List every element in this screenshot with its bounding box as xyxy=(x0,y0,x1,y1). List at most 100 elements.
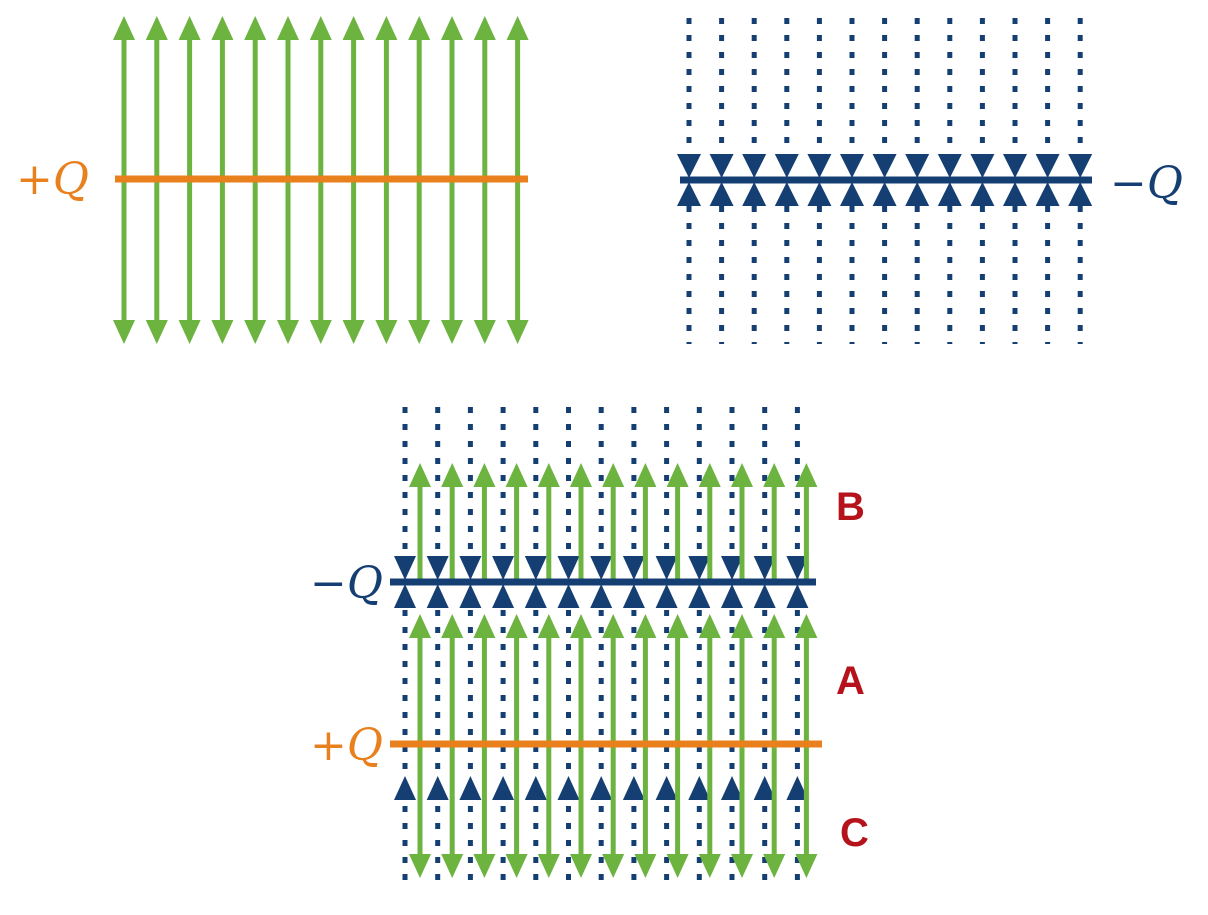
arrowhead-up xyxy=(753,776,776,800)
arrowhead-up xyxy=(375,16,398,40)
arrowhead-up xyxy=(426,776,449,800)
arrowhead-up xyxy=(698,463,721,487)
region-a-label: A xyxy=(836,659,865,703)
arrowhead-down xyxy=(492,556,515,580)
arrowhead-up xyxy=(409,463,431,487)
arrowhead-up xyxy=(807,182,832,206)
arrowhead-up xyxy=(178,16,201,40)
arrowhead-down xyxy=(426,556,449,580)
arrowhead-up xyxy=(459,776,482,800)
arrowhead-up xyxy=(1003,182,1027,206)
arrowhead-up xyxy=(309,16,332,40)
combined-positive-charge-label: +Q xyxy=(310,720,383,771)
arrowhead-up xyxy=(905,182,930,206)
arrowhead-down xyxy=(309,320,332,344)
arrowhead-down xyxy=(342,320,365,344)
arrowhead-up xyxy=(473,614,496,638)
arrowhead-up xyxy=(731,614,753,638)
arrowhead-up xyxy=(441,614,464,638)
arrowhead-up xyxy=(742,182,767,206)
arrowhead-up xyxy=(244,16,267,40)
arrowhead-up xyxy=(524,776,547,800)
arrowhead-down xyxy=(807,154,832,178)
arrowhead-down xyxy=(145,320,168,344)
arrowhead-down xyxy=(178,320,201,344)
negative-charge-label: −Q xyxy=(1110,158,1183,209)
arrowhead-up xyxy=(666,463,689,487)
arrowhead-up xyxy=(937,182,962,206)
arrowhead-down xyxy=(524,556,547,580)
arrowhead-down xyxy=(655,556,678,580)
arrowhead-down xyxy=(113,320,135,344)
arrowhead-down xyxy=(742,154,767,178)
arrowhead-up xyxy=(840,182,864,206)
arrowhead-up xyxy=(211,16,234,40)
region-c-label: C xyxy=(840,811,869,855)
arrowhead-down xyxy=(590,556,613,580)
arrowhead-down xyxy=(840,154,864,178)
arrowhead-up xyxy=(557,776,580,800)
arrowhead-up xyxy=(473,16,496,40)
arrowhead-up xyxy=(1068,182,1093,206)
arrowhead-down xyxy=(570,854,592,878)
arrowhead-up xyxy=(505,463,528,487)
arrowhead-up xyxy=(602,463,625,487)
arrowhead-up xyxy=(666,614,689,638)
arrowhead-up xyxy=(441,16,463,40)
arrowhead-up xyxy=(721,776,743,800)
arrowhead-down xyxy=(688,556,711,580)
arrowhead-up xyxy=(394,584,416,608)
arrowhead-down xyxy=(731,854,753,878)
arrowhead-down xyxy=(409,854,431,878)
arrowhead-up xyxy=(441,463,464,487)
arrowhead-up xyxy=(570,614,592,638)
arrowhead-down xyxy=(244,320,267,344)
arrowhead-down xyxy=(394,556,416,580)
arrowhead-down xyxy=(634,854,657,878)
arrowhead-up xyxy=(570,463,592,487)
arrowhead-up xyxy=(492,776,515,800)
arrowhead-up xyxy=(763,614,786,638)
arrowhead-up xyxy=(622,776,645,800)
arrowhead-down xyxy=(795,854,818,878)
positive-charge-label: +Q xyxy=(16,154,89,205)
arrowhead-up xyxy=(524,584,547,608)
arrowhead-up xyxy=(145,16,168,40)
arrowhead-down xyxy=(677,154,701,178)
arrowhead-up xyxy=(342,16,365,40)
arrowhead-down xyxy=(905,154,930,178)
arrowhead-up xyxy=(774,182,799,206)
arrowhead-up xyxy=(709,182,734,206)
arrowhead-up xyxy=(688,776,711,800)
arrowhead-up xyxy=(698,614,721,638)
arrowhead-up xyxy=(506,16,529,40)
arrowhead-down xyxy=(763,854,786,878)
arrowhead-down xyxy=(473,320,496,344)
arrowhead-down xyxy=(1068,154,1093,178)
arrowhead-down xyxy=(473,854,496,878)
arrowhead-down xyxy=(459,556,482,580)
arrowhead-down xyxy=(1035,154,1060,178)
arrowhead-up xyxy=(277,16,299,40)
arrowhead-up xyxy=(557,584,580,608)
arrowhead-up xyxy=(970,182,995,206)
arrowhead-up xyxy=(505,614,528,638)
arrowhead-up xyxy=(721,584,743,608)
arrowhead-down xyxy=(872,154,897,178)
arrowhead-up xyxy=(113,16,135,40)
arrowhead-up xyxy=(786,776,809,800)
arrowhead-down xyxy=(786,556,809,580)
arrowhead-up xyxy=(872,182,897,206)
combined-plates-panel xyxy=(390,407,822,886)
arrowhead-up xyxy=(459,584,482,608)
arrowhead-down xyxy=(602,854,625,878)
arrowhead-up xyxy=(622,584,645,608)
arrowhead-up xyxy=(786,584,809,608)
arrowhead-up xyxy=(688,584,711,608)
arrowhead-down xyxy=(622,556,645,580)
arrowhead-down xyxy=(557,556,580,580)
arrowhead-down xyxy=(441,854,464,878)
arrowhead-down xyxy=(211,320,234,344)
arrowhead-down xyxy=(753,556,776,580)
